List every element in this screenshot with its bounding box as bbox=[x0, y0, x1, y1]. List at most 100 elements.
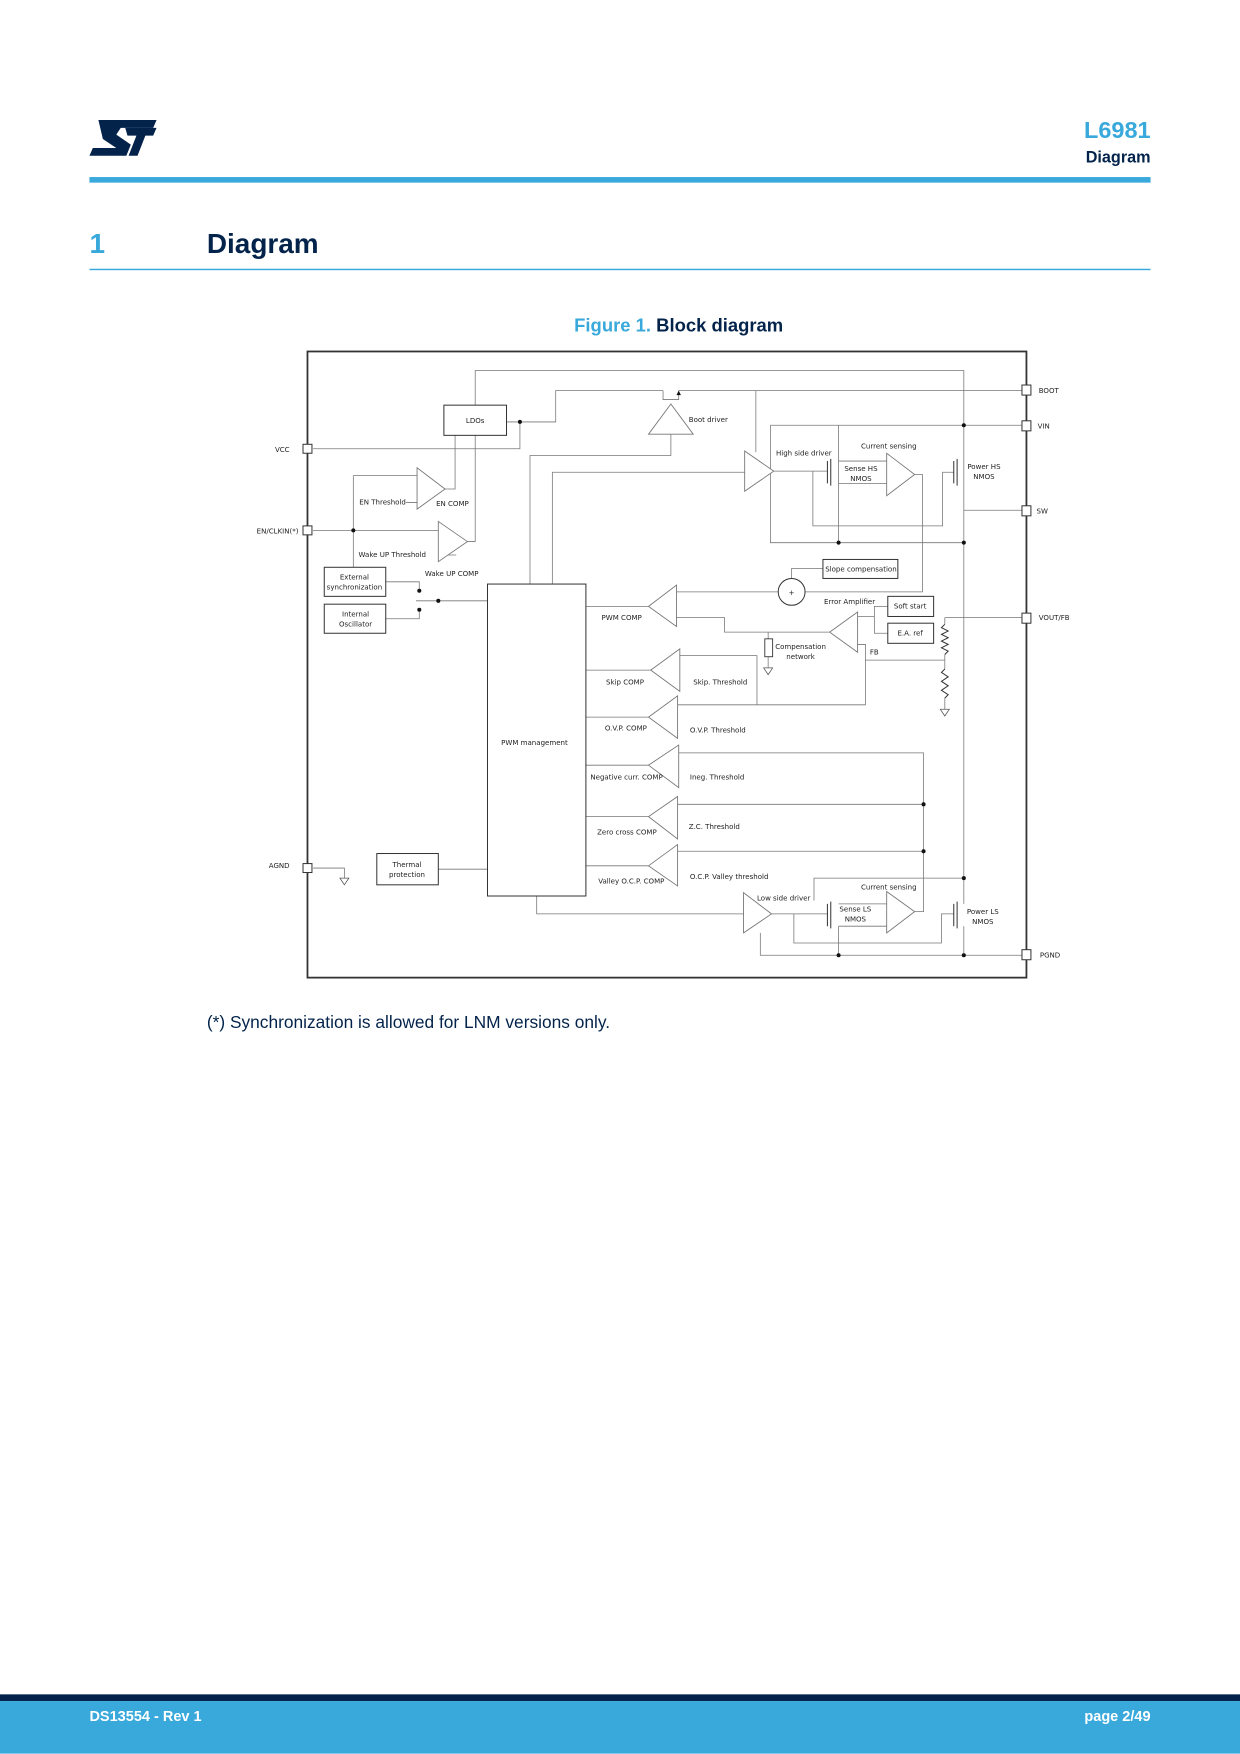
thermal-label-1: Thermal bbox=[392, 860, 422, 869]
high-side-driver-label: High side driver bbox=[776, 448, 832, 457]
zc-comp-label: Zero cross COMP bbox=[597, 828, 657, 837]
section-title: Diagram bbox=[207, 228, 319, 259]
ea-ref-block bbox=[887, 622, 935, 644]
pin-vin bbox=[1021, 420, 1032, 432]
valley-threshold-label: O.C.P. Valley threshold bbox=[690, 872, 769, 881]
ground-symbols bbox=[339, 667, 951, 886]
power-hs-label-2: NMOS bbox=[973, 472, 995, 481]
pin-label-en-clkin: EN/CLKIN(*) bbox=[257, 527, 299, 536]
pwm-comp-label: PWM COMP bbox=[602, 613, 642, 622]
section-divider bbox=[89, 268, 1151, 271]
low-side-driver-label: Low side driver bbox=[757, 893, 811, 902]
pin-label-vin: VIN bbox=[1038, 422, 1050, 431]
resistor-top bbox=[940, 623, 950, 655]
comp-network-label-1: Compensation bbox=[775, 642, 826, 651]
doc-title: L6981 bbox=[1084, 117, 1151, 143]
en-threshold-label: EN Threshold bbox=[359, 498, 406, 507]
block-diagram: VCC EN/CLKIN(*) AGND BOOT VIN SW VOUT/FB… bbox=[257, 350, 1070, 979]
en-comp-label: EN COMP bbox=[436, 499, 469, 508]
power-hs-label-1: Power HS bbox=[967, 462, 1001, 471]
neg-comp-label: Negative curr. COMP bbox=[590, 773, 662, 782]
pwm-comp-triangle bbox=[647, 584, 677, 628]
sense-hs-nmos bbox=[826, 458, 832, 486]
wake-comp-triangle bbox=[437, 520, 469, 563]
ls-current-sensing-label: Current sensing bbox=[861, 882, 917, 891]
en-comp-triangle bbox=[416, 466, 446, 511]
footer-doc-rev: DS13554 - Rev 1 bbox=[89, 1709, 201, 1725]
sense-ls-label-1: Sense LS bbox=[839, 905, 871, 914]
pin-en-clkin bbox=[302, 525, 313, 536]
header-bar bbox=[89, 177, 1151, 183]
skip-comp-label: Skip COMP bbox=[606, 678, 644, 687]
figure-caption: Figure 1. Block diagram bbox=[574, 314, 783, 335]
power-ls-label-2: NMOS bbox=[972, 917, 994, 926]
slope-comp-label: Slope compensation bbox=[825, 565, 896, 574]
pwm-management-label: PWM management bbox=[501, 738, 568, 747]
neg-curr-comp-triangle bbox=[647, 744, 680, 789]
pin-agnd bbox=[302, 863, 313, 874]
valley-comp-label: Valley O.C.P. COMP bbox=[598, 877, 664, 886]
ldos-block bbox=[443, 404, 508, 436]
power-ls-label-1: Power LS bbox=[967, 907, 999, 916]
zc-threshold-label: Z.C. Threshold bbox=[689, 822, 740, 831]
summing-node-label: + bbox=[789, 588, 795, 597]
pin-label-vcc: VCC bbox=[275, 445, 290, 454]
wake-threshold-label: Wake UP Threshold bbox=[359, 550, 426, 559]
low-side-driver-triangle bbox=[743, 891, 773, 934]
ldos-label: LDOs bbox=[466, 416, 485, 425]
pin-vout-fb bbox=[1021, 612, 1032, 624]
resistor-bottom bbox=[940, 668, 950, 699]
pin-label-pgnd: PGND bbox=[1040, 951, 1060, 960]
ovp-threshold-label: O.V.P. Threshold bbox=[690, 726, 746, 735]
external-sync-block bbox=[323, 566, 387, 597]
boot-driver-triangle bbox=[647, 403, 695, 435]
footer-page: page 2/49 bbox=[1084, 1709, 1150, 1725]
zero-cross-comp-triangle bbox=[647, 795, 679, 840]
footer-band bbox=[0, 1701, 1240, 1754]
wake-comp-label: Wake UP COMP bbox=[425, 569, 479, 578]
thermal-protection-block bbox=[376, 853, 439, 886]
error-amp-label: Error Amplifier bbox=[824, 597, 875, 606]
ext-sync-label-1: External bbox=[340, 573, 369, 582]
neg-threshold-label: Ineg. Threshold bbox=[690, 773, 744, 782]
sense-hs-label-2: NMOS bbox=[850, 474, 872, 483]
pin-sw bbox=[1021, 505, 1032, 517]
boot-driver-label: Boot driver bbox=[689, 415, 728, 424]
ls-current-sense-triangle bbox=[886, 890, 916, 934]
internal-oscillator-block bbox=[323, 603, 387, 634]
ovp-comp-triangle bbox=[647, 694, 679, 740]
soft-start-block bbox=[887, 595, 935, 617]
pin-boot bbox=[1021, 384, 1032, 396]
fb-label: FB bbox=[870, 647, 879, 656]
junction-dots bbox=[351, 390, 966, 958]
sense-ls-nmos bbox=[826, 901, 832, 929]
wires bbox=[313, 370, 1027, 956]
section-number: 1 bbox=[89, 228, 105, 259]
pin-pgnd bbox=[1021, 949, 1032, 961]
figure-label: Figure 1. bbox=[574, 314, 651, 335]
ea-ref-label: E.A. ref bbox=[897, 628, 923, 637]
summing-node bbox=[777, 577, 806, 606]
power-hs-nmos bbox=[953, 458, 958, 486]
header-section-name: Diagram bbox=[1086, 149, 1151, 167]
pin-label-agnd: AGND bbox=[269, 861, 290, 870]
pwm-management-block bbox=[486, 583, 587, 897]
ext-sync-label-2: synchronization bbox=[327, 583, 383, 592]
pin-label-vout-fb: VOUT/FB bbox=[1039, 613, 1070, 622]
diagram-labels: Boot driver EN Threshold EN COMP Wake UP… bbox=[359, 415, 1002, 926]
thermal-label-2: protection bbox=[389, 870, 425, 879]
pin-label-sw: SW bbox=[1037, 507, 1048, 516]
footer-top-band bbox=[0, 1694, 1240, 1702]
sense-ls-label-2: NMOS bbox=[845, 915, 867, 924]
footnote: (*) Synchronization is allowed for LNM v… bbox=[207, 1012, 610, 1032]
soft-start-label: Soft start bbox=[894, 602, 927, 611]
transistors bbox=[826, 458, 958, 929]
high-side-driver-triangle bbox=[744, 450, 775, 493]
hs-current-sensing-label: Current sensing bbox=[861, 442, 917, 451]
compensation-network-capacitor bbox=[764, 638, 774, 658]
sense-hs-label-1: Sense HS bbox=[844, 464, 878, 473]
figure-title: Block diagram bbox=[656, 314, 783, 335]
comp-network-label-2: network bbox=[786, 652, 815, 661]
hs-current-sense-triangle bbox=[886, 452, 916, 497]
